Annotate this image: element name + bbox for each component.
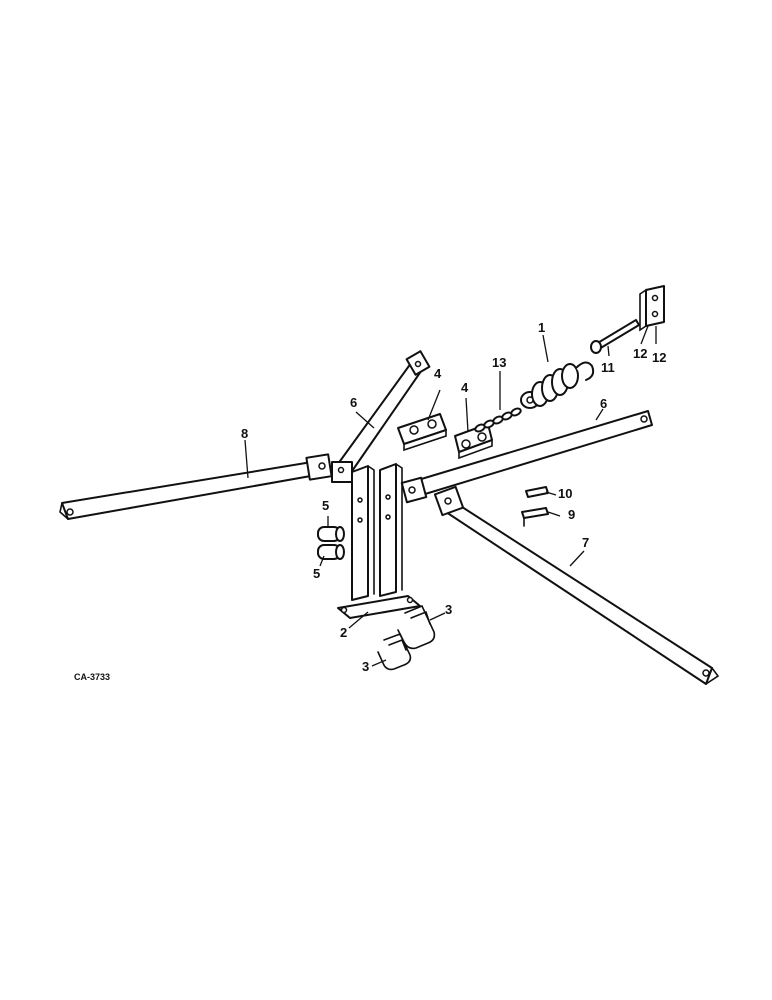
part-4-plate-right — [454, 423, 493, 460]
part-1-spring — [520, 361, 595, 409]
callout-3-upper: 3 — [445, 602, 453, 617]
part-6-angled-brace-left — [331, 350, 431, 483]
part-3-u-bolt-lower — [377, 632, 412, 671]
part-4-plate-left — [397, 413, 447, 452]
callout-3-lower: 3 — [362, 659, 370, 674]
part-5-spacer-lower — [317, 544, 345, 560]
callout-8: 8 — [241, 426, 249, 441]
callout-12-right: 12 — [652, 350, 667, 365]
part-7-diagonal-bar — [433, 485, 720, 685]
callout-11: 11 — [601, 360, 615, 375]
callout-2: 2 — [340, 625, 348, 640]
callout-13: 13 — [492, 355, 507, 370]
callout-6-right: 6 — [600, 396, 608, 411]
callout-1: 1 — [538, 320, 546, 335]
leader-lines — [244, 325, 657, 667]
callout-5-upper: 5 — [322, 498, 330, 513]
part-11-bolt — [590, 319, 640, 354]
part-12-bracket-plate — [639, 285, 665, 332]
part-13-chain — [474, 407, 522, 433]
callout-5-lower: 5 — [313, 566, 321, 581]
part-5-spacer-upper — [317, 526, 345, 542]
callout-12-left: 12 — [633, 346, 648, 361]
part-8-long-bar — [59, 453, 333, 520]
callout-10: 10 — [558, 486, 573, 501]
callout-6-left: 6 — [350, 395, 358, 410]
part-9-clip — [521, 507, 549, 527]
callout-4-right: 4 — [461, 380, 469, 395]
callout-9: 9 — [568, 507, 576, 522]
callout-7: 7 — [582, 535, 590, 550]
part-6-long-bar-right — [400, 410, 653, 504]
drawing-code: CA-3733 — [74, 672, 111, 682]
part-10-clip — [525, 486, 549, 498]
callout-4-left: 4 — [434, 366, 442, 381]
